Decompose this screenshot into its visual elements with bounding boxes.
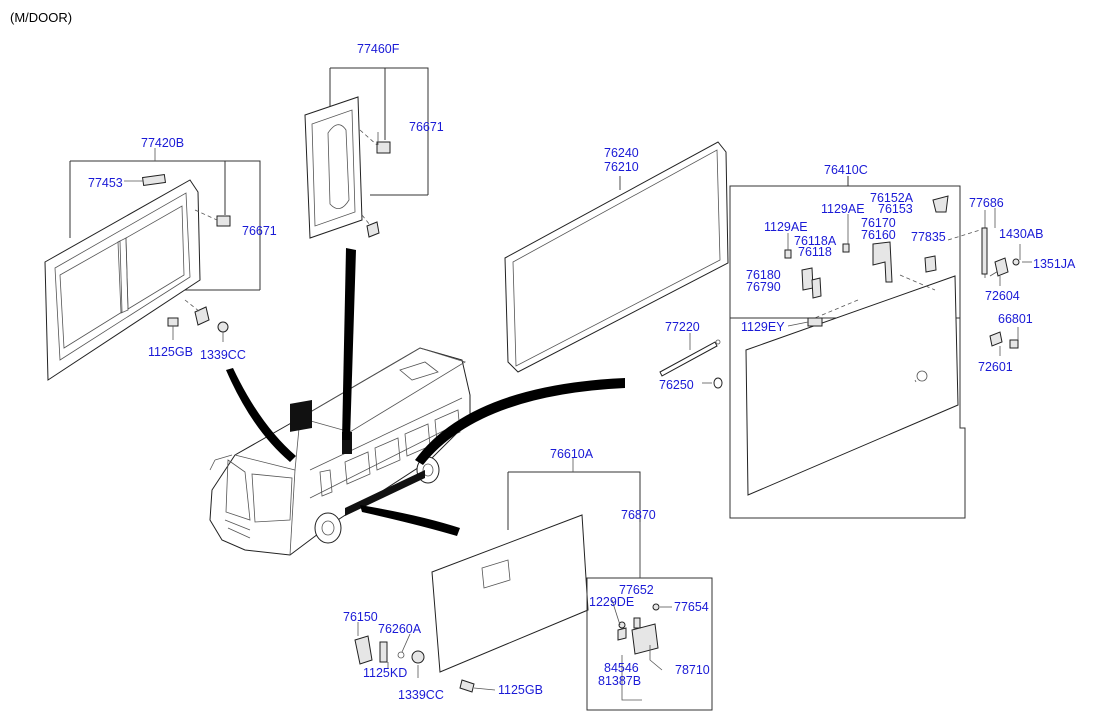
part-label-77460f[interactable]: 77460F xyxy=(357,42,400,56)
part-label-76671[interactable]: 76671 xyxy=(409,120,444,134)
door-assembly-76410c xyxy=(729,176,981,519)
part-label-76671[interactable]: 76671 xyxy=(242,224,277,238)
pointer-arc-bottom xyxy=(360,505,460,536)
part-label-1339cc[interactable]: 1339CC xyxy=(398,688,444,702)
part-label-76152a[interactable]: 76152A xyxy=(870,191,914,205)
part-label-76153[interactable]: 76153 xyxy=(878,202,913,216)
window-assembly-77460f xyxy=(304,67,429,239)
part-label-77420b[interactable]: 77420B xyxy=(141,136,184,150)
part-label-76790[interactable]: 76790 xyxy=(746,280,781,294)
part-label-76210[interactable]: 76210 xyxy=(604,160,639,174)
part-label-76410c[interactable]: 76410C xyxy=(824,163,868,177)
part-label-72601[interactable]: 72601 xyxy=(978,360,1013,374)
part-label-77453[interactable]: 77453 xyxy=(88,176,123,190)
part-label-66801[interactable]: 66801 xyxy=(998,312,1033,326)
part-label-76170[interactable]: 76170 xyxy=(861,216,896,230)
pointer-arc-top xyxy=(342,248,356,440)
rod-77220 xyxy=(659,339,723,389)
lower-door-76610a xyxy=(431,471,713,711)
bus-illustration xyxy=(209,347,471,556)
part-label-1129ae[interactable]: 1129AE xyxy=(764,220,808,234)
part-label-1430ab[interactable]: 1430AB xyxy=(999,227,1043,241)
pointer-arc-right xyxy=(415,378,625,465)
pointer-arc-left xyxy=(226,368,296,462)
window-assembly-77420b xyxy=(44,160,261,381)
part-label-1339cc[interactable]: 1339CC xyxy=(200,348,246,362)
part-label-76610a[interactable]: 76610A xyxy=(550,447,594,461)
part-label-76870[interactable]: 76870 xyxy=(621,508,656,522)
part-label-77220[interactable]: 77220 xyxy=(665,320,700,334)
part-label-1129ey[interactable]: 1129EY xyxy=(741,320,785,334)
part-label-1125gb[interactable]: 1125GB xyxy=(148,345,193,359)
part-label-76240[interactable]: 76240 xyxy=(604,146,639,160)
part-label-76250[interactable]: 76250 xyxy=(659,378,694,392)
part-label-76180[interactable]: 76180 xyxy=(746,268,781,282)
part-label-1125gb[interactable]: 1125GB xyxy=(498,683,543,697)
lower-hinge-parts xyxy=(354,622,496,693)
part-label-76150[interactable]: 76150 xyxy=(343,610,378,624)
part-label-1125kd[interactable]: 1125KD xyxy=(363,666,407,680)
part-label-77686[interactable]: 77686 xyxy=(969,196,1004,210)
part-label-76160[interactable]: 76160 xyxy=(861,228,896,242)
part-label-77835[interactable]: 77835 xyxy=(911,230,946,244)
part-label-78710[interactable]: 78710 xyxy=(675,663,710,677)
part-label-1129ae[interactable]: 1129AE xyxy=(821,202,865,216)
part-label-81387b[interactable]: 81387B xyxy=(598,674,641,688)
part-label-1229de[interactable]: 1229DE xyxy=(589,595,634,609)
part-label-72604[interactable]: 72604 xyxy=(985,289,1020,303)
part-label-77654[interactable]: 77654 xyxy=(674,600,709,614)
part-label-76118a[interactable]: 76118A xyxy=(794,234,837,248)
diagram-header: (M/DOOR) xyxy=(10,10,73,25)
window-seal-76240 xyxy=(504,141,729,373)
part-label-76118[interactable]: 76118 xyxy=(798,245,832,259)
leader-lines xyxy=(154,132,1032,678)
part-label-77652[interactable]: 77652 xyxy=(619,583,654,597)
side-parts xyxy=(981,210,1020,356)
part-label-76260a[interactable]: 76260A xyxy=(378,622,422,636)
part-label-1351ja[interactable]: 1351JA xyxy=(1033,257,1076,271)
part-label-84546[interactable]: 84546 xyxy=(604,661,639,675)
